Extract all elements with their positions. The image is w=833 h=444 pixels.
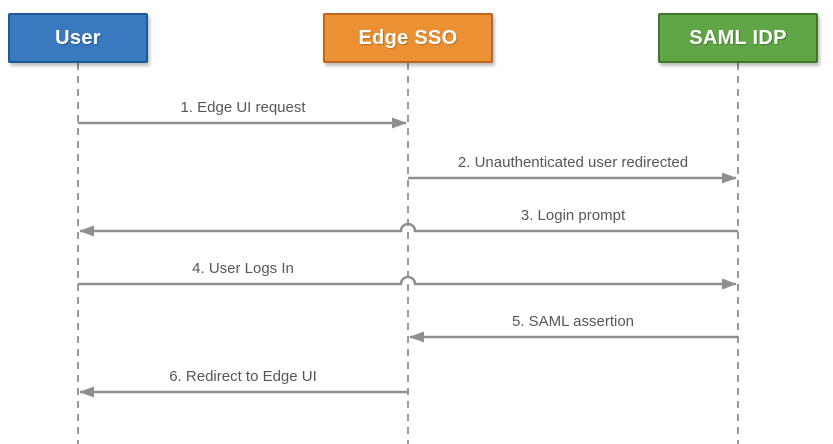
actor-box-edge-sso: Edge SSO — [323, 13, 493, 63]
message-label-4: 4. User Logs In — [192, 260, 294, 277]
actor-box-user: User — [8, 13, 148, 63]
message-label-1: 1. Edge UI request — [180, 99, 306, 116]
actor-label-edge-sso: Edge SSO — [358, 26, 458, 49]
message-label-3: 3. Login prompt — [520, 207, 626, 224]
message-label-5: 5. SAML assertion — [512, 313, 634, 330]
message-label-6: 6. Redirect to Edge UI — [169, 368, 317, 385]
message-label-2: 2. Unauthenticated user redirected — [457, 154, 689, 171]
actor-box-saml-idp: SAML IDP — [658, 13, 818, 63]
message-arrow-4 — [78, 275, 737, 290]
actor-label-user: User — [55, 26, 101, 49]
actor-label-saml-idp: SAML IDP — [689, 26, 787, 49]
message-arrow-3 — [79, 222, 738, 237]
